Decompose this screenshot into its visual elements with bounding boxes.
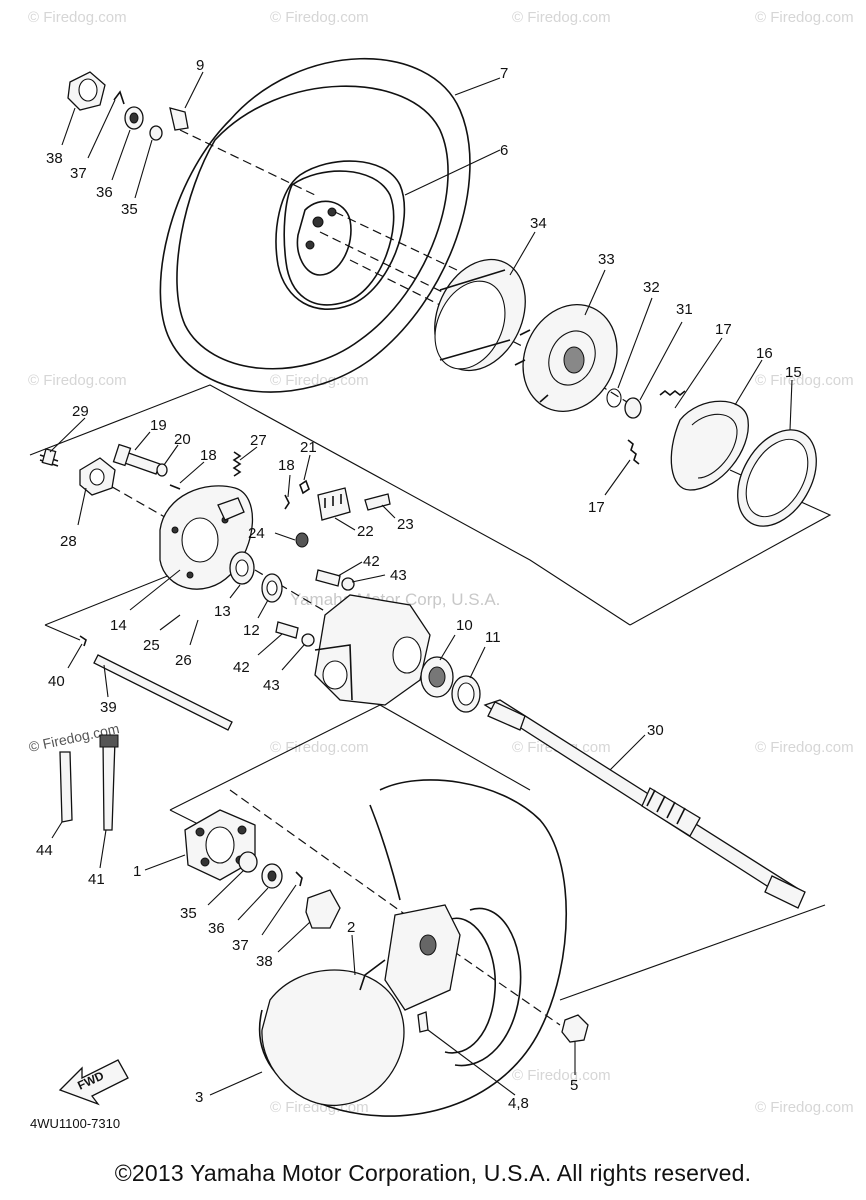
watermark: © Firedog.com [270, 9, 369, 26]
lower-tire [258, 779, 568, 1117]
watermark: © Firedog.com [28, 9, 127, 26]
callout-35: 35 [121, 201, 138, 218]
callout-32: 32 [643, 279, 660, 296]
callout-16: 16 [756, 345, 773, 362]
fwd-arrow: FWD [58, 1059, 129, 1106]
callout-30: 30 [647, 722, 664, 739]
callout-13: 13 [214, 603, 231, 620]
axle-shaft [483, 699, 806, 909]
callout-12: 12 [243, 622, 260, 639]
callout-38b: 38 [256, 953, 273, 970]
gear-case [314, 594, 431, 706]
callout-25: 25 [143, 637, 160, 654]
band-straps [59, 734, 119, 831]
callout-42: 42 [363, 553, 380, 570]
callout-20: 20 [174, 431, 191, 448]
callout-9: 9 [196, 57, 204, 74]
watermark: © Firedog.com [755, 372, 854, 389]
callout-6: 6 [500, 142, 508, 159]
callout-21: 21 [300, 439, 317, 456]
callout-18: 18 [200, 447, 217, 464]
callout-15: 15 [785, 364, 802, 381]
brake-drum [434, 258, 526, 372]
callout-11: 11 [485, 629, 501, 646]
callout-34: 34 [530, 215, 547, 232]
callout-17b: 17 [588, 499, 605, 516]
seal-ring [737, 429, 817, 527]
callout-4-8: 4,8 [508, 1095, 529, 1112]
callout-26: 26 [175, 652, 192, 669]
callout-36b: 36 [208, 920, 225, 937]
spring [627, 439, 640, 465]
watermark: © Firedog.com [755, 9, 854, 26]
callout-29: 29 [72, 403, 89, 420]
callout-18b: 18 [278, 457, 295, 474]
callout-27: 27 [250, 432, 267, 449]
leader-lines [49, 71, 793, 1096]
callout-23: 23 [397, 516, 414, 533]
callout-19: 19 [150, 417, 167, 434]
spring [659, 389, 686, 397]
callout-33: 33 [598, 251, 615, 268]
watermark: © Firedog.com [270, 739, 369, 756]
part-code: 4WU1100-7310 [30, 1116, 121, 1131]
callout-35b: 35 [180, 905, 197, 922]
o-ring [606, 388, 622, 408]
callout-36: 36 [96, 184, 113, 201]
callout-22: 22 [357, 523, 374, 540]
copyright-notice: ©2013 Yamaha Motor Corporation, U.S.A. A… [114, 1160, 752, 1186]
callout-41: 41 [88, 871, 105, 888]
gear-case-bearing [420, 656, 481, 713]
callout-24: 24 [248, 525, 265, 542]
callout-43b: 43 [263, 677, 280, 694]
callouts: 1 2 3 4,8 5 6 7 9 10 11 12 13 14 15 16 1… [36, 57, 802, 1112]
callout-3: 3 [195, 1089, 203, 1106]
callout-38: 38 [46, 150, 63, 167]
lug-nut [561, 1014, 589, 1043]
brake-hub [514, 303, 618, 413]
bearing-seal [229, 551, 283, 603]
callout-5: 5 [570, 1077, 578, 1094]
watermark: © Firedog.com [512, 1067, 611, 1084]
cotter-clip [79, 635, 87, 647]
callout-17: 17 [715, 321, 732, 338]
watermark: © Firedog.com [755, 739, 854, 756]
long-pin [93, 654, 233, 731]
callout-2: 2 [347, 919, 355, 936]
callout-42b: 42 [233, 659, 250, 676]
callout-7: 7 [500, 65, 508, 82]
case-bolts [275, 569, 355, 647]
brake-lever-parts [217, 451, 391, 548]
callout-31: 31 [676, 301, 693, 318]
callout-10: 10 [456, 617, 473, 634]
callout-39: 39 [100, 699, 117, 716]
upper-tire [159, 57, 471, 393]
watermark: © Firedog.com [512, 9, 611, 26]
callout-28: 28 [60, 533, 77, 550]
callout-1: 1 [133, 863, 141, 880]
circlip [624, 397, 642, 419]
axle-nut-set-upper [67, 71, 189, 141]
brake-shoes [670, 400, 749, 491]
callout-43: 43 [390, 567, 407, 584]
callout-44: 44 [36, 842, 53, 859]
watermark: © Firedog.com [755, 1099, 854, 1116]
tire-valve [417, 1011, 429, 1033]
callout-40: 40 [48, 673, 65, 690]
callout-37b: 37 [232, 937, 249, 954]
watermark: © Firedog.com [28, 372, 127, 389]
callout-37: 37 [70, 165, 87, 182]
panel-hardware [39, 443, 181, 496]
callout-14: 14 [110, 617, 127, 634]
watermark: © Firedog.com [270, 372, 369, 389]
lower-hub [184, 809, 341, 929]
